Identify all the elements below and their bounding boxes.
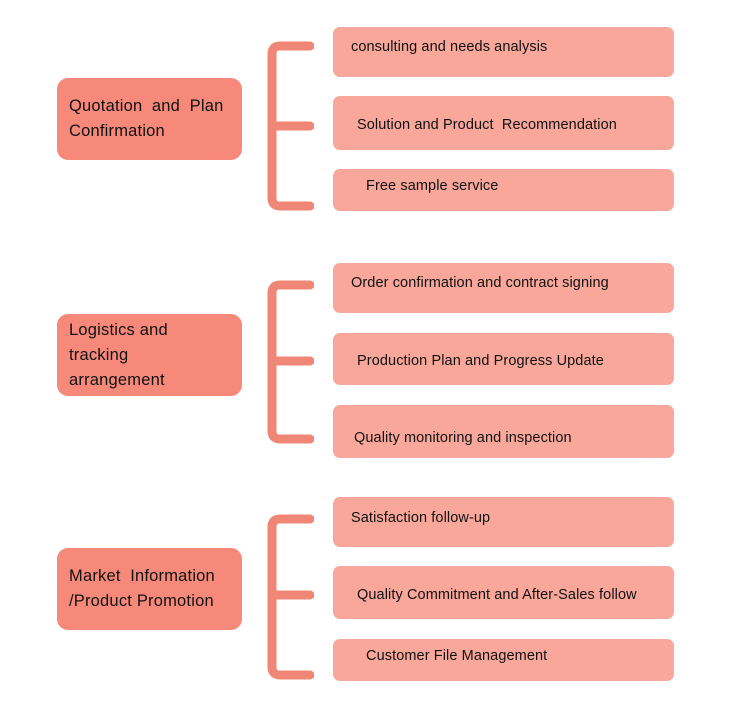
group-1-item-2: Solution and Product Recommendation [333, 96, 674, 150]
group-3-main-box: Market Information /Product Promotion [57, 548, 242, 630]
group-3-item-3: Customer File Management [333, 639, 674, 681]
group-3-title-line2: /Product Promotion [69, 592, 214, 610]
group-2-item-1: Order confirmation and contract signing [333, 263, 674, 313]
group-3-bracket [267, 514, 314, 680]
group-2-title-line1: Logistics and tracking [69, 320, 168, 364]
group-1-item-2-label: Solution and Product Recommendation [357, 117, 617, 133]
group-2-main-box: Logistics and tracking arrangement [57, 314, 242, 396]
group-1-item-3: Free sample service [333, 169, 674, 211]
group-1-item-3-label: Free sample service [366, 178, 499, 194]
group-2-item-3-label: Quality monitoring and inspection [354, 430, 572, 446]
group-2-item-2: Production Plan and Progress Update [333, 333, 674, 385]
group-3-item-1-label: Satisfaction follow-up [351, 510, 491, 526]
group-3-item-2: Quality Commitment and After-Sales follo… [333, 566, 674, 619]
group-2-item-1-label: Order confirmation and contract signing [351, 275, 609, 291]
group-1-title-line2: Confirmation [69, 122, 165, 140]
group-1-title-line1: Quotation and Plan [69, 97, 224, 115]
group-3-item-1: Satisfaction follow-up [333, 497, 674, 547]
group-2-title-line2: arrangement [69, 370, 165, 389]
group-1-bracket [267, 41, 314, 211]
group-3-item-3-label: Customer File Management [366, 648, 548, 664]
group-2-item-3: Quality monitoring and inspection [333, 405, 674, 458]
group-2-item-2-label: Production Plan and Progress Update [357, 353, 604, 369]
group-3-title-line1: Market Information [69, 567, 215, 585]
group-3-item-2-label: Quality Commitment and After-Sales follo… [357, 587, 637, 603]
group-1-main-box: Quotation and Plan Confirmation [57, 78, 242, 160]
group-2-bracket [267, 280, 314, 444]
group-1-item-1-label: consulting and needs analysis [351, 39, 548, 55]
group-1-item-1: consulting and needs analysis [333, 27, 674, 77]
